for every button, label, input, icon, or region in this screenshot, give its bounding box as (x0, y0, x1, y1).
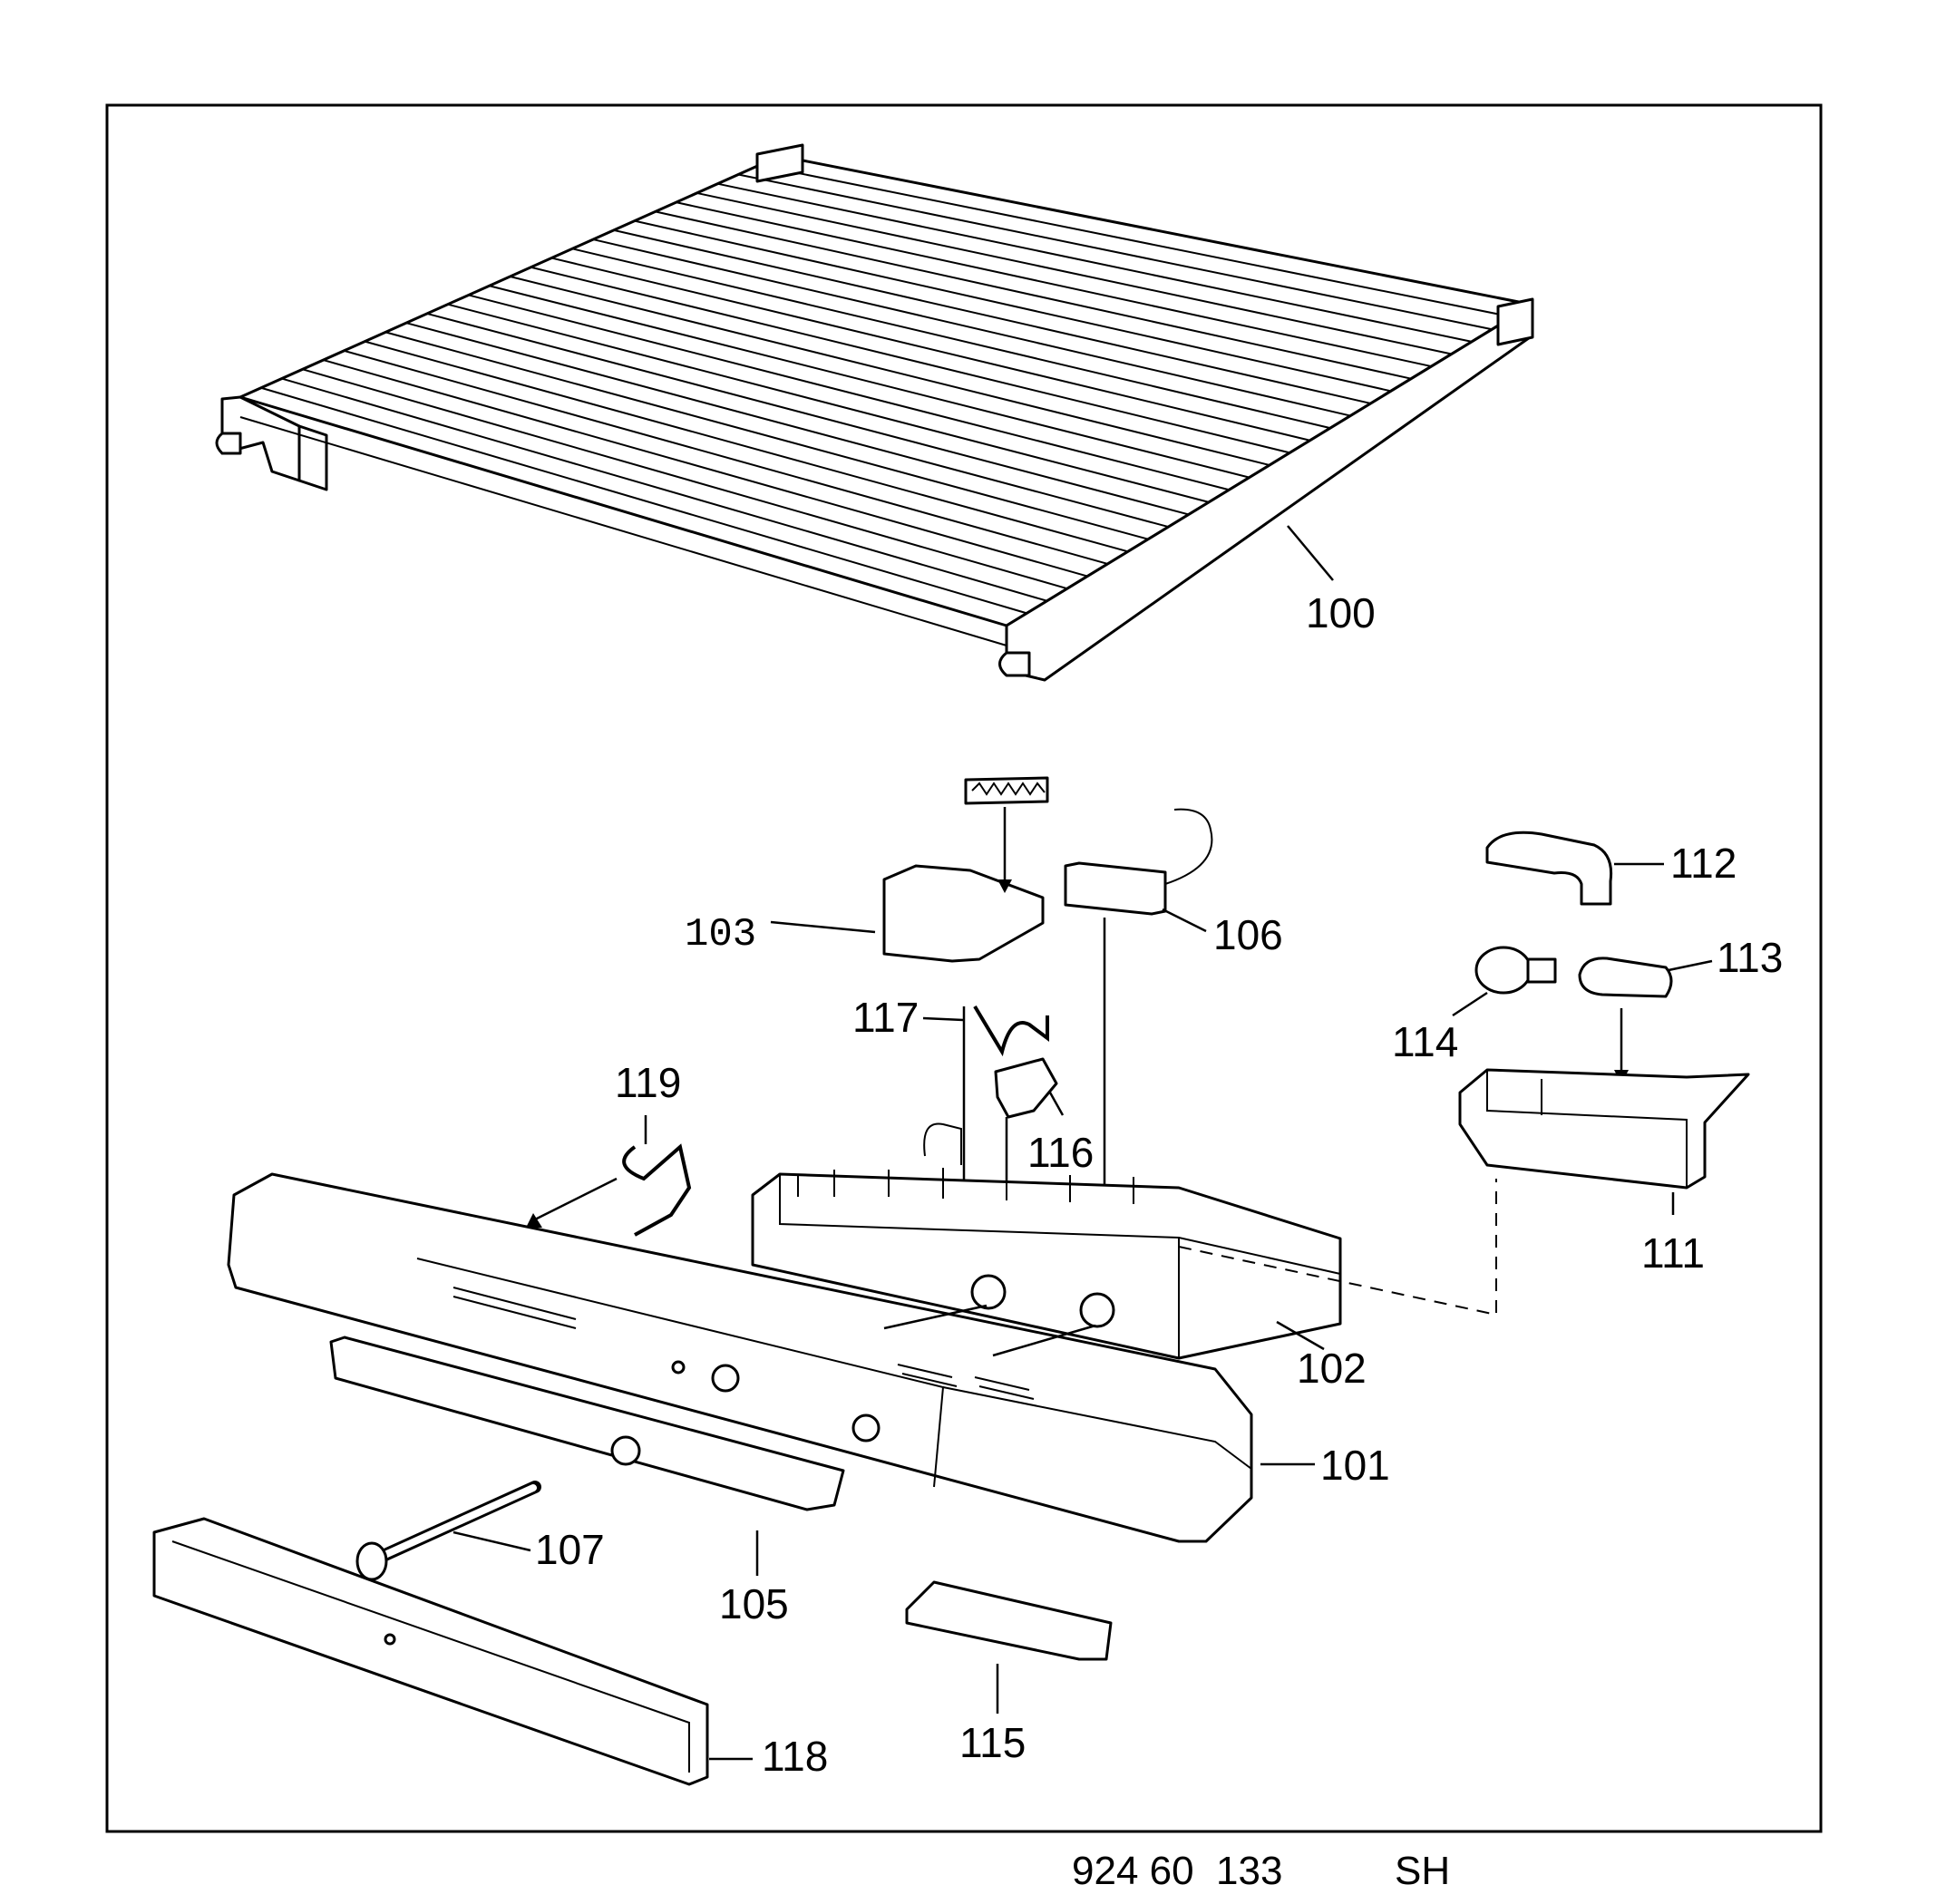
label-102: 102 (1297, 1345, 1367, 1392)
label-116: 116 (1027, 1129, 1094, 1176)
label-100: 100 (1306, 589, 1376, 636)
shelf-rib (260, 386, 1027, 615)
label-118: 118 (762, 1733, 828, 1780)
shelf-rib (676, 201, 1432, 368)
shelf-rib (323, 359, 1088, 578)
part-103-bracket (770, 776, 1049, 963)
part-101-panel (227, 1172, 1315, 1543)
shelf-rib (365, 340, 1129, 553)
part-119-spring (526, 1115, 692, 1237)
part-113-socket (1578, 957, 1713, 1084)
shelf-rib (592, 238, 1351, 417)
shelf-rib (717, 182, 1473, 343)
part-117-wire-clip (922, 1005, 1049, 1057)
label-112: 112 (1670, 840, 1737, 887)
shelf-rib (302, 368, 1068, 590)
shelf-rib (634, 219, 1392, 393)
shelf-rib (447, 303, 1210, 503)
shelf-rib (405, 322, 1169, 529)
label-117: 117 (852, 994, 919, 1041)
part-112-lamp-cover (1485, 831, 1664, 906)
part-114-bulb (1452, 946, 1557, 1017)
part-100-shelf (215, 143, 1534, 682)
diagram-frame (105, 103, 1823, 1833)
shelf-rib (426, 312, 1190, 516)
label-106: 106 (1213, 911, 1283, 958)
label-101: 101 (1320, 1442, 1390, 1489)
part-105-strip (329, 1336, 845, 1576)
shelf-rib (613, 228, 1371, 404)
part-107-shaft (355, 1481, 541, 1581)
label-114: 114 (1392, 1018, 1458, 1065)
part-102-housing (751, 1122, 1497, 1360)
shelf-rib (758, 164, 1513, 318)
shelf-rib (530, 266, 1290, 454)
shelf-rib (655, 210, 1412, 380)
footer-suffix: SH (1395, 1849, 1450, 1893)
part-106-switch (1064, 808, 1213, 1188)
shelf-rib (551, 257, 1310, 442)
label-103: 103 (685, 912, 756, 957)
footer-part-number: 924 60 133 (1072, 1849, 1282, 1893)
label-111: 111 (1641, 1229, 1705, 1277)
shelf-rib (489, 285, 1250, 479)
label-105: 105 (719, 1580, 789, 1627)
shelf-rib (738, 173, 1493, 331)
label-107: 107 (535, 1526, 605, 1573)
part-111-lamp-housing (1458, 1068, 1750, 1215)
shelf-rib (384, 331, 1149, 540)
part-118-cover (152, 1517, 753, 1786)
shelf-rib (571, 248, 1331, 430)
shelf-rib (281, 377, 1047, 602)
shelf-rib (344, 349, 1108, 565)
shelf-rib (696, 191, 1452, 355)
label-115: 115 (959, 1719, 1026, 1766)
shelf-rib (510, 276, 1270, 466)
part-115-holder (905, 1580, 1113, 1714)
label-113: 113 (1717, 934, 1783, 981)
label-119: 119 (615, 1059, 681, 1106)
shelf-rib (468, 294, 1230, 491)
